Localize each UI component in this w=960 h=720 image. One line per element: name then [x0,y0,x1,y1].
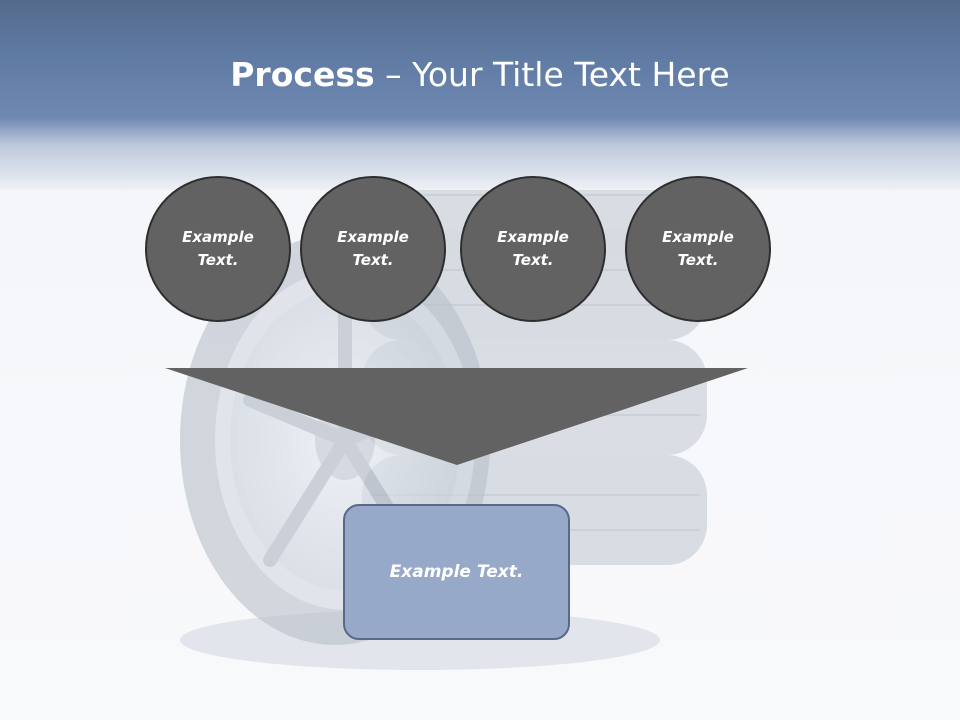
title-rest: – Your Title Text Here [374,55,730,94]
step-circle-1[interactable]: Example Text. [145,176,291,322]
step-circle-2[interactable]: Example Text. [300,176,446,322]
title-bold: Process [230,55,375,94]
step-circle-label: Example Text. [497,228,569,269]
title-band [0,0,960,190]
step-circle-3[interactable]: Example Text. [460,176,606,322]
step-circle-4[interactable]: Example Text. [625,176,771,322]
step-circle-label: Example Text. [182,228,254,269]
step-circle-label: Example Text. [337,228,409,269]
result-box-label: Example Text. [389,562,524,582]
page-title: Process – Your Title Text Here [0,52,960,98]
result-box[interactable]: Example Text. [343,504,570,640]
step-circle-label: Example Text. [662,228,734,269]
